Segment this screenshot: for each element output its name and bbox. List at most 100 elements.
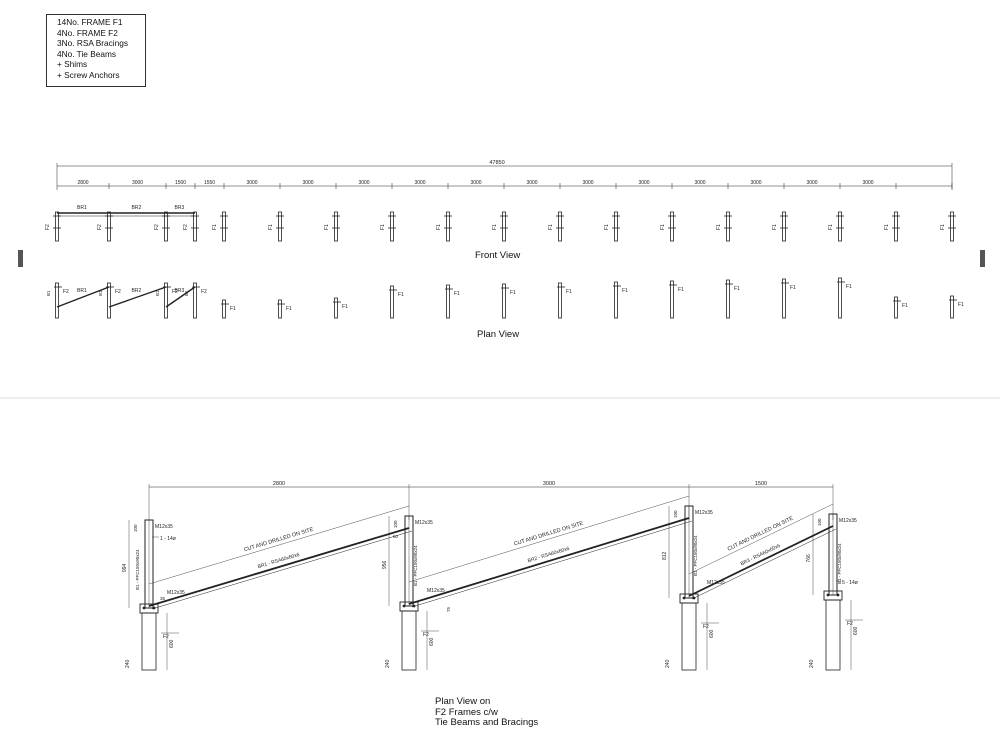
plan-frame-f2-label: F2: [201, 289, 207, 295]
plan-bracing-member: [56, 286, 110, 308]
plan-frame-post: [894, 296, 898, 319]
frame-f1-label: F1: [716, 224, 722, 230]
plan-frame-f1-label: F1: [678, 287, 684, 293]
frame-post: [222, 211, 226, 242]
detail-frame-f2-label: F2: [163, 634, 169, 640]
small-dimension: 100: [673, 510, 678, 518]
screw-anchor-pile: [681, 602, 697, 671]
span-dimension: 3000: [526, 180, 537, 186]
screw-anchor-pile: [141, 612, 157, 671]
plan-frame-post: [390, 285, 394, 319]
frame-f1-label: F1: [380, 224, 386, 230]
detail-frame-f2-label: F2: [847, 621, 853, 627]
frame-post: [782, 211, 786, 242]
span-dimension: 3000: [806, 180, 817, 186]
plan-frame-f1-label: F1: [342, 304, 348, 310]
cut-note-dimension-line: [408, 495, 690, 583]
pile-dimension: 600: [853, 626, 859, 635]
plan-frame-post: [278, 299, 282, 319]
span-dimension: 3000: [414, 180, 425, 186]
plan-frame-post: [614, 281, 618, 319]
frame-f1-label: F1: [884, 224, 890, 230]
screw-anchor-pile: [825, 599, 841, 671]
frame-f2-label: F2: [154, 224, 160, 230]
frame-f1-label: F1: [660, 224, 666, 230]
bolt-label: M12x35: [707, 580, 725, 586]
plan-frame-post: [334, 297, 338, 319]
plan-frame-f1-label: F1: [510, 290, 516, 296]
frame-f1-label: F1: [436, 224, 442, 230]
cut-note-dimension-line: [148, 505, 410, 585]
frame-f1-label: F1: [940, 224, 946, 230]
tie-beam-section-label: B1 - PFC150x90x24: [693, 535, 698, 576]
frame-post: [950, 211, 954, 242]
schedule-line: + Shims: [57, 59, 88, 70]
span-dimension: 1500: [175, 180, 186, 186]
span-dimension: 3000: [132, 180, 143, 186]
detail-top-dimension: 2800: [273, 481, 285, 487]
plan-frame-f2-label: F2: [63, 289, 69, 295]
plan-frame-f1-label: F1: [846, 284, 852, 290]
left-edge-marker: [18, 250, 23, 267]
frame-f1-label: F1: [212, 224, 218, 230]
detail-frame-f2-label: F2: [423, 632, 429, 638]
frame-post: [164, 211, 168, 242]
plan-frame-post: [446, 284, 450, 319]
frame-f2-label: F2: [183, 224, 189, 230]
small-dimension: 35: [160, 596, 166, 601]
anchor-bolt: [402, 604, 406, 608]
plan-view-caption: Plan View: [477, 329, 520, 340]
tie-beam-label: B1: [184, 290, 189, 296]
plan-frame-f1-label: F1: [454, 291, 460, 297]
schedule-line: 14No. FRAME F1: [57, 17, 123, 27]
frame-post: [726, 211, 730, 242]
frame-post: [278, 211, 282, 242]
anchor-bolt: [826, 593, 830, 597]
detail-top-dimension: 1500: [755, 481, 767, 487]
bolt-label: M12x35: [167, 590, 185, 596]
frame-f1-label: F1: [828, 224, 834, 230]
plan-frame-post: [502, 283, 506, 319]
span-dimension: 3000: [694, 180, 705, 186]
bracing-label: BR2: [132, 205, 142, 211]
tie-beam-label: B1: [155, 290, 160, 296]
plan-bracing-label: BR3: [175, 288, 185, 294]
screw-anchor-pile: [401, 610, 417, 671]
plan-frame-post: [782, 278, 786, 319]
pile-dimension: 240: [385, 659, 391, 668]
cut-note: CUT AND DRILLED ON SITE: [513, 520, 584, 547]
pile-dimension: 240: [125, 659, 131, 668]
frame-post: [838, 211, 842, 242]
frame-post: [193, 211, 197, 242]
frame-f1-label: F1: [268, 224, 274, 230]
frame-f1-label: F1: [324, 224, 330, 230]
detail-view-caption: Plan View on F2 Frames c/w Tie Beams and…: [435, 696, 539, 729]
bolt-label: M12x35: [695, 510, 713, 516]
anchor-bolt: [836, 593, 840, 597]
material-schedule-box: 14No. FRAME F1 4No. FRAME F2 3No. RSA Br…: [46, 14, 146, 87]
span-dimension: 3000: [302, 180, 313, 186]
frame-f1-label: F1: [548, 224, 554, 230]
front-view-caption: Front View: [475, 250, 521, 261]
pile-dimension: 240: [665, 659, 671, 668]
schedule-line: 4No. Tie Beams: [57, 48, 117, 59]
tie-beam-label: B1: [46, 290, 51, 296]
plan-bracing-member: [108, 286, 167, 308]
frame-post: [558, 211, 562, 242]
plan-frame-post: [950, 295, 954, 319]
span-dimension: 2800: [77, 180, 88, 186]
detail-caption-line: Tie Beams and Bracings: [435, 717, 539, 728]
plan-frame-f1-label: F1: [902, 303, 908, 309]
pile-dimension: 240: [809, 659, 815, 668]
plan-frame-post: [193, 282, 197, 319]
tie-beam-section-label: B1 - PFC150x90x24: [413, 545, 418, 586]
plan-frame-f1-label: F1: [230, 306, 236, 312]
cut-note: CUT AND DRILLED ON SITE: [243, 527, 314, 554]
plan-frame-post: [838, 277, 842, 319]
detail-bracing-edge: [151, 530, 413, 610]
cut-note: CUT AND DRILLED ON SITE: [727, 515, 795, 552]
shim-label: 1 - 14ø: [160, 536, 176, 542]
